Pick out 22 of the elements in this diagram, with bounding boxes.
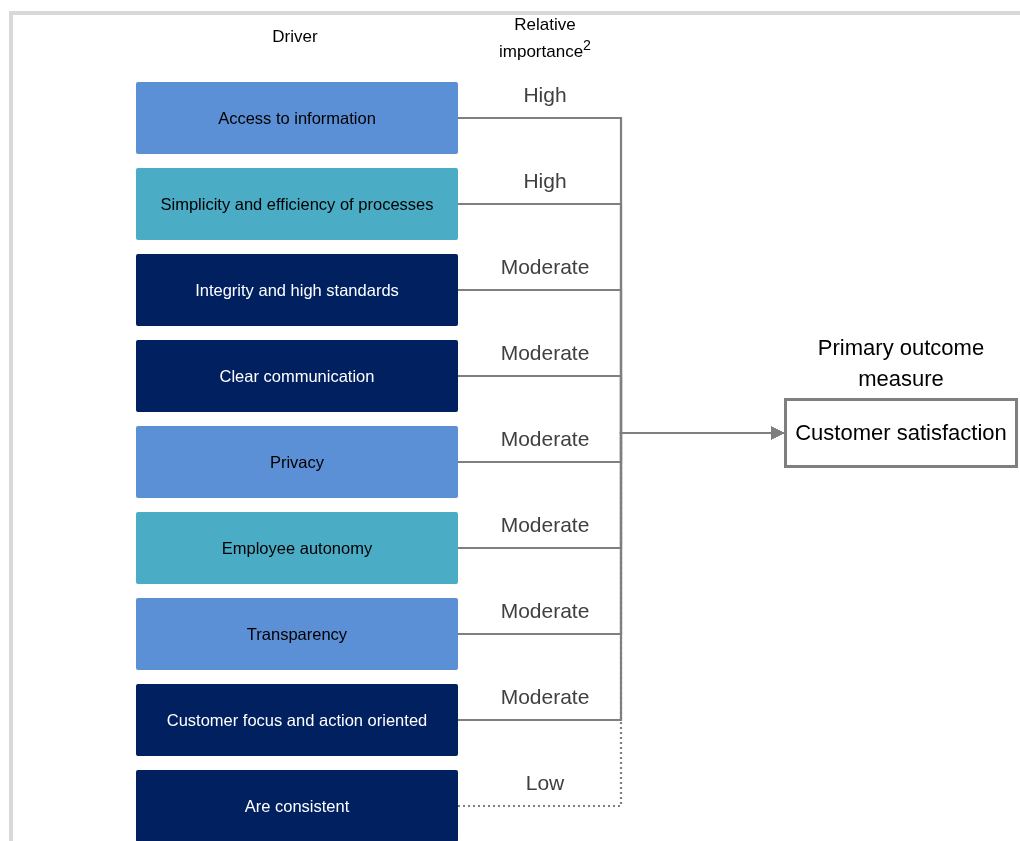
node-text: Simplicity and efficiency of processes [160, 194, 434, 214]
driver-box [136, 168, 458, 240]
column-header: Relative importance$^{2}$ [498, 14, 592, 63]
node-text: Employee autonomy [221, 538, 373, 558]
node-text: Integrity and high standards [195, 280, 399, 300]
node-text: Customer satisfaction [795, 418, 1007, 447]
node-text: Transparency [246, 624, 348, 644]
driver-box [136, 684, 458, 756]
driver-box [136, 770, 458, 841]
driver-box [136, 598, 458, 670]
driver-box [136, 254, 458, 326]
column-header: Driver [271, 26, 319, 48]
node-text: Clear communication [219, 366, 375, 386]
driver-box [136, 340, 458, 412]
driver-box [136, 426, 458, 498]
node-text: Privacy [269, 452, 325, 472]
node-text: Are consistent [244, 796, 350, 816]
heading: Primary outcome measure [816, 334, 986, 394]
driver-box [136, 82, 458, 154]
driver-box [136, 512, 458, 584]
node-text: Access to information [218, 108, 376, 128]
node-text: Customer focus and action oriented [166, 710, 428, 730]
